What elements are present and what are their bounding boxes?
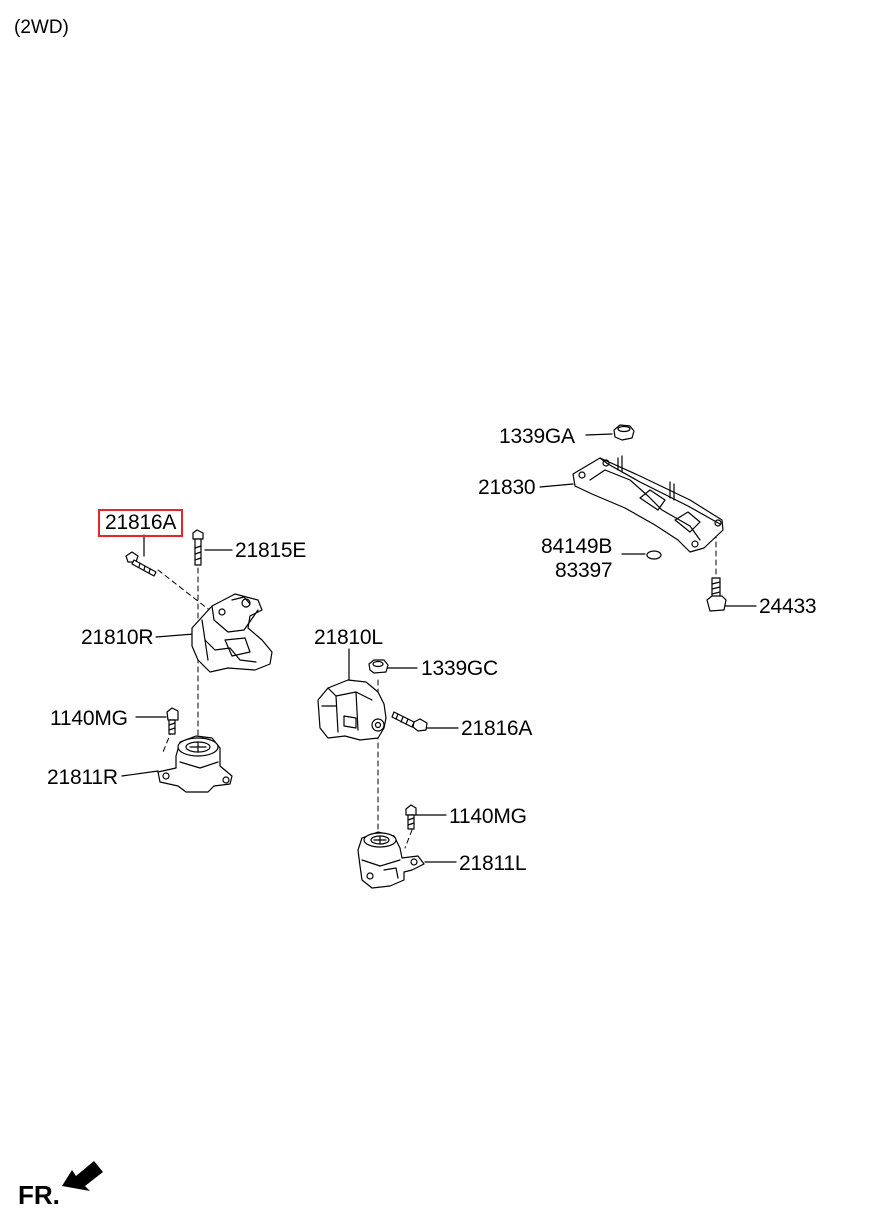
bolt-21816a-top-icon [125,551,157,577]
nut-1339ga-icon [613,424,635,441]
callout-21815e[interactable]: 21815E [235,539,307,562]
nut-1339gc-icon [368,659,389,674]
crossmember-21830-icon [572,455,724,553]
callout-21830[interactable]: 21830 [478,476,536,499]
callout-24433[interactable]: 24433 [759,595,817,618]
bracket-21810l-icon [317,679,387,741]
callout-21810l[interactable]: 21810L [314,626,383,649]
bolt-24433-icon [706,577,727,612]
callout-83397[interactable]: 83397 [555,559,613,582]
callout-84149b[interactable]: 84149B [541,535,613,558]
bolt-21816a-mid-icon [391,711,428,732]
callout-1339ga[interactable]: 1339GA [499,425,575,448]
front-direction-arrow-icon [62,1161,103,1191]
bolt-1140mg-left-icon [166,707,179,735]
engine-mount-21811r-icon [157,735,233,793]
variant-label: (2WD) [14,17,69,38]
callout-21811l[interactable]: 21811L [459,852,527,875]
plug-84149b-icon [646,550,662,560]
callout-21816a-highlighted[interactable]: 21816A [98,509,184,537]
engine-mount-21811l-icon [357,831,425,889]
callout-21810r[interactable]: 21810R [81,626,154,649]
bolt-1140mg-right-icon [405,804,417,830]
bracket-21810r-icon [191,593,273,673]
callout-21816a[interactable]: 21816A [461,717,533,740]
callout-1339gc[interactable]: 1339GC [421,657,499,680]
callout-1140mg-left[interactable]: 1140MG [50,707,128,730]
bolt-21815e-icon [192,529,204,566]
callout-1140mg-right[interactable]: 1140MG [449,805,527,828]
callout-21811r[interactable]: 21811R [47,766,118,789]
front-direction-label: FR. [18,1180,60,1210]
